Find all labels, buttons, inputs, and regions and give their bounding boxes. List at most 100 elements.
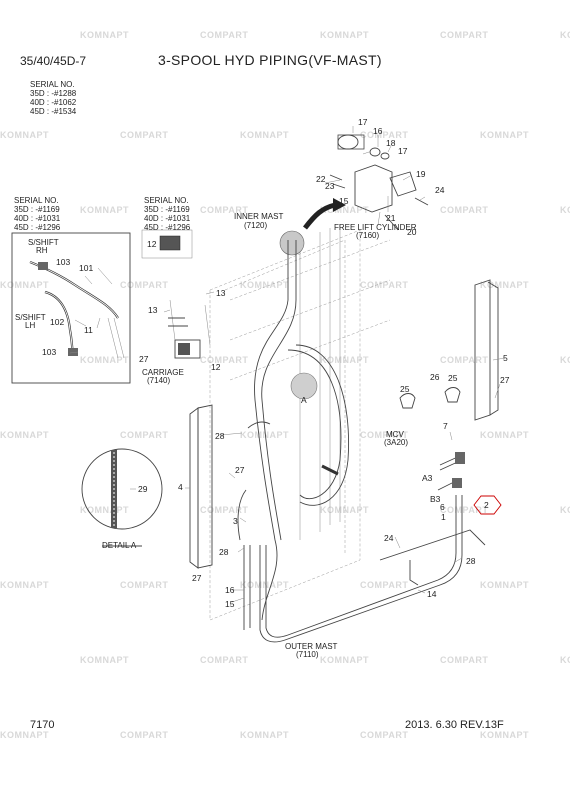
watermark-text: KOMNAPT bbox=[0, 130, 49, 140]
callout-12: 12 bbox=[211, 362, 221, 372]
callout-4: 4 bbox=[178, 482, 183, 492]
callout-14: 14 bbox=[427, 589, 437, 599]
mcv-label: MCV bbox=[386, 430, 404, 439]
hose-loop-left bbox=[254, 299, 289, 621]
shift-lh-side: LH bbox=[25, 321, 36, 330]
watermark-text: COMPART bbox=[120, 730, 169, 740]
callout-A3: A3 bbox=[422, 473, 433, 483]
watermark-text: KOMNAPT bbox=[560, 355, 570, 365]
serial-left-line: 45D : -#1296 bbox=[14, 223, 61, 232]
callout-17: 17 bbox=[358, 117, 368, 127]
callout-27: 27 bbox=[500, 375, 510, 385]
watermark-text: COMPART bbox=[120, 130, 169, 140]
watermark-text: KOMNAPT bbox=[80, 30, 129, 40]
watermark-text: KOMNAPT bbox=[240, 430, 289, 440]
callout-B3: B3 bbox=[430, 494, 441, 504]
detail-a-caption: DETAIL A bbox=[102, 541, 137, 550]
inner-mast-code: (7120) bbox=[244, 221, 268, 230]
callout-13: 13 bbox=[216, 288, 226, 298]
watermark-text: KOMNAPT bbox=[0, 730, 49, 740]
callout-15: 15 bbox=[339, 196, 349, 206]
callout-18: 18 bbox=[386, 138, 396, 148]
serial-left-line: 35D : -#1169 bbox=[14, 205, 60, 214]
watermark-text: KOMNAPT bbox=[240, 130, 289, 140]
serial-mid-line: 40D : -#1031 bbox=[144, 214, 191, 223]
callout-28: 28 bbox=[219, 547, 229, 557]
watermark-text: COMPART bbox=[360, 430, 409, 440]
callout-20: 20 bbox=[407, 227, 417, 237]
callout-28: 28 bbox=[466, 556, 476, 566]
watermark-text: KOMNAPT bbox=[240, 280, 289, 290]
callout-27: 27 bbox=[139, 354, 149, 364]
callout-25: 25 bbox=[400, 384, 410, 394]
callout-16: 16 bbox=[373, 126, 383, 136]
watermark-text: KOMNAPT bbox=[320, 30, 369, 40]
shift-rh-label: S/SHIFT bbox=[28, 238, 59, 247]
callout-16: 16 bbox=[225, 585, 235, 595]
carriage-label: CARRIAGE bbox=[142, 368, 184, 377]
watermark-text: KOMNAPT bbox=[480, 730, 529, 740]
hose-101 bbox=[29, 260, 119, 319]
watermark-text: COMPART bbox=[120, 430, 169, 440]
callout-19: 19 bbox=[416, 169, 426, 179]
detail-a-circle bbox=[81, 448, 163, 530]
serial-mid-heading: SERIAL NO. bbox=[144, 196, 189, 205]
callout-5: 5 bbox=[503, 353, 508, 363]
callout-27: 27 bbox=[235, 465, 245, 475]
highlight-part-2 bbox=[473, 495, 502, 515]
watermark-text: COMPART bbox=[200, 505, 249, 515]
callout-12: 12 bbox=[147, 239, 157, 249]
callout-15: 15 bbox=[225, 599, 235, 609]
callout-28: 28 bbox=[215, 431, 225, 441]
hose-outer-1 bbox=[259, 495, 463, 643]
callout-3: 3 bbox=[233, 516, 238, 526]
serial-top-line: 40D : -#1062 bbox=[30, 98, 77, 107]
model-label: 35/40/45D-7 bbox=[20, 54, 87, 68]
watermark-text: KOMNAPT bbox=[480, 130, 529, 140]
shift-rh-side: RH bbox=[36, 246, 48, 255]
callout-103: 103 bbox=[56, 257, 71, 267]
watermark-text: COMPART bbox=[360, 280, 409, 290]
mcv-code: (3A20) bbox=[384, 438, 409, 447]
serial-mid-line: 35D : -#1169 bbox=[144, 205, 190, 214]
watermark-text: KOMNAPT bbox=[0, 430, 49, 440]
watermark-text: COMPART bbox=[440, 205, 489, 215]
watermark-text: KOMNAPT bbox=[80, 205, 129, 215]
revision-date: 2013. 6.30 REV.13F bbox=[405, 719, 504, 731]
carriage-block bbox=[174, 339, 201, 359]
callout-24: 24 bbox=[384, 533, 394, 543]
watermark-text: COMPART bbox=[440, 505, 489, 515]
callout-29: 29 bbox=[138, 484, 148, 494]
callout-27: 27 bbox=[192, 573, 202, 583]
callout-17: 17 bbox=[398, 146, 408, 156]
watermark-text: KOMNAPT bbox=[560, 30, 570, 40]
watermark-text: KOMNAPT bbox=[560, 505, 570, 515]
detail-marker: A bbox=[301, 395, 307, 405]
watermark-text: KOMNAPT bbox=[240, 730, 289, 740]
callout-1: 1 bbox=[441, 512, 446, 522]
watermark-text: COMPART bbox=[360, 130, 409, 140]
callout-101: 101 bbox=[79, 263, 94, 273]
hose-loop-right bbox=[287, 349, 342, 500]
detail-box-left bbox=[11, 232, 131, 384]
shift-lh-label: S/SHIFT bbox=[15, 313, 46, 322]
watermark-text: KOMNAPT bbox=[320, 355, 369, 365]
serial-left-heading: SERIAL NO. bbox=[14, 196, 59, 205]
page-title: 3-SPOOL HYD PIPING(VF-MAST) bbox=[158, 52, 382, 68]
serial-top-line: 35D : -#1288 bbox=[30, 89, 77, 98]
callout-11: 11 bbox=[84, 325, 93, 335]
watermark-text: KOMNAPT bbox=[560, 655, 570, 665]
outer-mast-label: OUTER MAST bbox=[285, 642, 338, 651]
watermark-text: KOMNAPT bbox=[480, 430, 529, 440]
watermark-text: COMPART bbox=[440, 355, 489, 365]
serial-left-line: 40D : -#1031 bbox=[14, 214, 61, 223]
free-lift-code: (7160) bbox=[356, 231, 380, 240]
watermark-text: COMPART bbox=[200, 30, 249, 40]
carriage-code: (7140) bbox=[147, 376, 171, 385]
watermark-text: KOMNAPT bbox=[80, 505, 129, 515]
watermark-text: COMPART bbox=[120, 580, 169, 590]
fitting-103-bottom bbox=[68, 348, 78, 356]
watermark-text: KOMNAPT bbox=[0, 280, 49, 290]
callout-23: 23 bbox=[325, 181, 335, 191]
